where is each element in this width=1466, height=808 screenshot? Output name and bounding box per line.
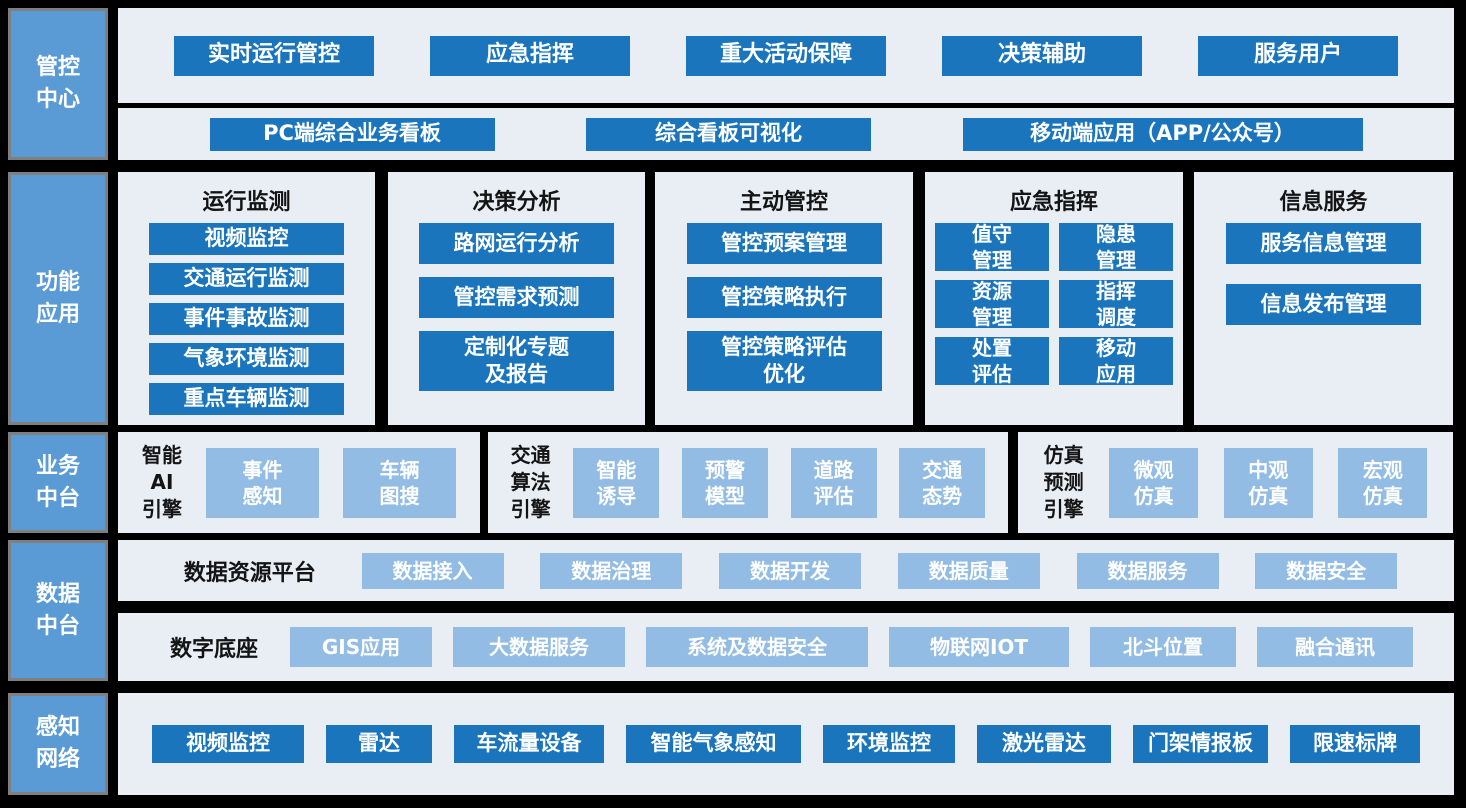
column-title: 运行监测	[202, 190, 291, 215]
row-label: 数据资源平台	[183, 560, 316, 586]
diagram-node: 融合通讯	[1257, 627, 1413, 667]
diagram-node: 指挥 调度	[1059, 279, 1173, 329]
diagram-node: 处置 评估	[935, 336, 1049, 386]
function-column-info-service: 信息服务 服务信息管理 信息发布管理	[1194, 172, 1453, 425]
engine-label: 交通 算法 引擎	[510, 443, 551, 521]
diagram-node: 激光雷达	[977, 725, 1111, 763]
diagram-node: 交通运行监测	[149, 263, 344, 295]
diagram-node: 大数据服务	[453, 627, 625, 667]
diagram-node: 智能 诱导	[573, 447, 660, 518]
diagram-node: GIS应用	[290, 627, 432, 667]
diagram-node: 数据开发	[719, 552, 861, 589]
diagram-node: 实时运行管控	[174, 35, 374, 76]
diagram-node: 事件 感知	[206, 447, 319, 518]
engine-group-ai: 智能 AI 引擎 事件 感知 车辆 图搜	[118, 432, 480, 533]
sidebar-function-apps: 功能 应用	[8, 172, 108, 425]
diagram-node: 数据质量	[897, 552, 1040, 589]
diagram-node: 服务信息管理	[1226, 223, 1421, 264]
diagram-node: 系统及数据安全	[646, 627, 868, 667]
diagram-node: 数据接入	[361, 552, 504, 589]
diagram-node: 资源 管理	[935, 279, 1049, 329]
diagram-node: 数据服务	[1076, 552, 1219, 589]
function-column-emergency-command: 应急指挥 值守 管理 隐患 管理 资源 管理 指挥 调度 处置 评估 移动 应用	[925, 172, 1183, 425]
perception-devices-panel: 视频监控 雷达 车流量设备 智能气象感知 环境监控 激光雷达 门架情报板 限速标…	[118, 693, 1454, 795]
diagram-node: 值守 管理	[935, 222, 1049, 272]
sidebar-perception-network: 感知 网络	[8, 693, 108, 795]
sidebar-business-middle: 业务 中台	[8, 432, 108, 533]
function-column-decision-analysis: 决策分析 路网运行分析 管控需求预测 定制化专题 及报告	[388, 172, 645, 425]
diagram-node: 管控需求预测	[419, 277, 614, 318]
engine-label: 仿真 预测 引擎	[1043, 443, 1084, 521]
data-resource-platform-row: 数据资源平台 数据接入 数据治理 数据开发 数据质量 数据服务 数据安全	[118, 540, 1454, 601]
diagram-node: 视频监控	[152, 725, 304, 763]
function-column-operation-monitoring: 运行监测 视频监控 交通运行监测 事件事故监测 气象环境监测 重点车辆监测	[118, 172, 375, 425]
diagram-node: 物联网IOT	[889, 627, 1069, 667]
diagram-node: 智能气象感知	[626, 725, 801, 763]
diagram-node: 信息发布管理	[1226, 284, 1421, 325]
diagram-node: 宏观 仿真	[1338, 447, 1428, 518]
column-title: 应急指挥	[1009, 190, 1098, 215]
diagram-node: 应急指挥	[430, 35, 630, 76]
function-column-active-control: 主动管控 管控预案管理 管控策略执行 管控策略评估 优化	[655, 172, 913, 425]
control-center-dashboards-panel: PC端综合业务看板 综合看板可视化 移动端应用（APP/公众号）	[118, 108, 1454, 160]
diagram-node: 预警 模型	[681, 447, 768, 518]
control-center-apps-panel: 实时运行管控 应急指挥 重大活动保障 决策辅助 服务用户	[118, 8, 1454, 103]
diagram-node: 微观 仿真	[1109, 447, 1199, 518]
diagram-node: 隐患 管理	[1059, 222, 1173, 272]
diagram-node: 重点车辆监测	[149, 383, 344, 415]
sidebar-control-center: 管控 中心	[8, 8, 108, 160]
column-title: 主动管控	[739, 190, 828, 215]
diagram-node: 移动端应用（APP/公众号）	[962, 117, 1363, 151]
diagram-node: 管控预案管理	[686, 223, 882, 264]
diagram-node: PC端综合业务看板	[209, 117, 495, 151]
engine-group-traffic-algorithm: 交通 算法 引擎 智能 诱导 预警 模型 道路 评估 交通 态势	[488, 432, 1008, 533]
engine-group-simulation: 仿真 预测 引擎 微观 仿真 中观 仿真 宏观 仿真	[1018, 432, 1453, 533]
diagram-node: 管控策略执行	[686, 277, 882, 318]
diagram-node: 交通 态势	[899, 447, 986, 518]
diagram-node: 管控策略评估 优化	[686, 331, 882, 391]
sidebar-data-middle: 数据 中台	[8, 540, 108, 681]
diagram-node: 服务用户	[1198, 35, 1398, 76]
diagram-node: 决策辅助	[942, 35, 1142, 76]
diagram-node: 门架情报板	[1133, 725, 1268, 763]
engine-label: 智能 AI 引擎	[142, 443, 182, 521]
diagram-node: 数据治理	[540, 552, 683, 589]
column-title: 信息服务	[1279, 190, 1368, 215]
diagram-node: 移动 应用	[1059, 336, 1173, 386]
diagram-node: 中观 仿真	[1223, 447, 1313, 518]
diagram-node: 重大活动保障	[686, 35, 886, 76]
diagram-node: 视频监控	[149, 223, 344, 255]
diagram-node: 路网运行分析	[419, 223, 614, 264]
digital-base-row: 数字底座 GIS应用 大数据服务 系统及数据安全 物联网IOT 北斗位置 融合通…	[118, 613, 1454, 681]
diagram-node: 北斗位置	[1090, 627, 1236, 667]
row-label: 数字底座	[169, 637, 258, 662]
diagram-node: 限速标牌	[1290, 725, 1420, 763]
diagram-node: 车流量设备	[454, 725, 604, 763]
column-title: 决策分析	[472, 190, 561, 215]
diagram-node: 事件事故监测	[149, 303, 344, 335]
diagram-node: 雷达	[326, 725, 432, 763]
diagram-node: 车辆 图搜	[343, 447, 456, 518]
diagram-node: 道路 评估	[790, 447, 877, 518]
diagram-node: 数据安全	[1255, 552, 1398, 589]
diagram-node: 环境监控	[823, 725, 955, 763]
diagram-node: 定制化专题 及报告	[419, 331, 614, 391]
diagram-node: 综合看板可视化	[586, 117, 871, 151]
diagram-node: 气象环境监测	[149, 343, 344, 375]
